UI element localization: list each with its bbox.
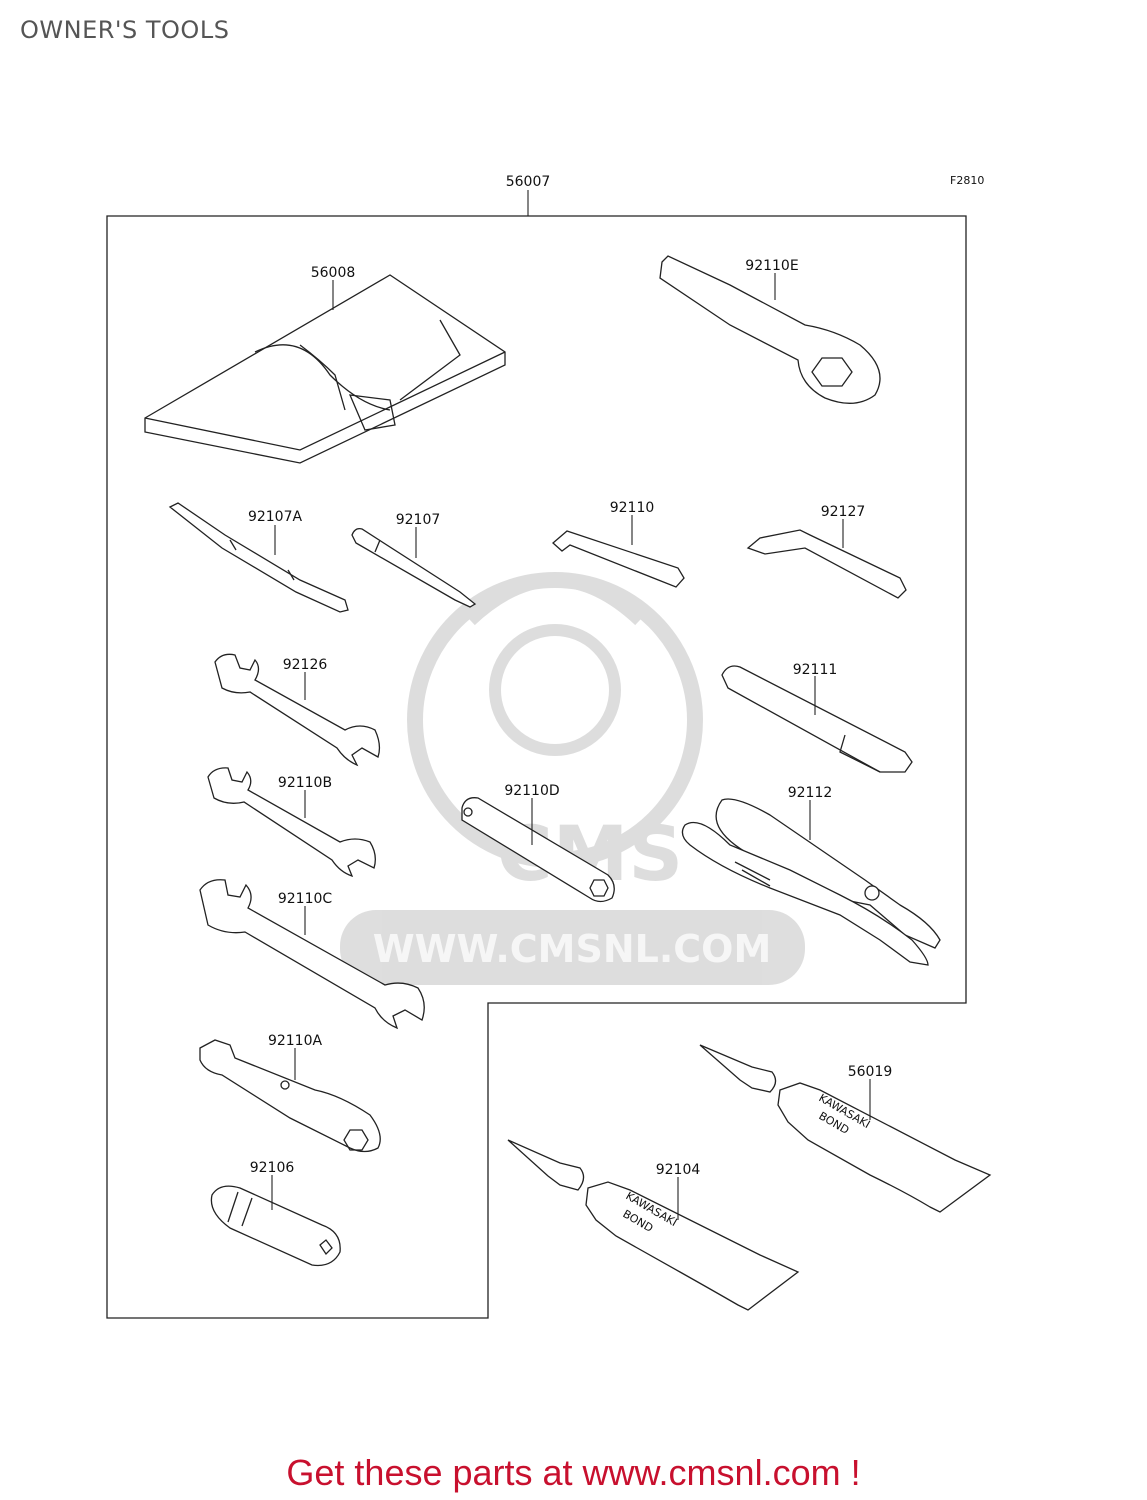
kit-outline [106,215,967,1319]
part-label-92104: 92104 [656,1162,701,1178]
hex-key-2-icon [746,529,907,599]
open-end-wrench-icon [214,653,381,767]
part-label-92110E: 92110E [745,258,798,274]
pliers-icon [681,798,941,966]
open-end-wrench-b-icon [207,767,376,878]
screwdriver-bit-icon [351,527,477,608]
tool-bag-icon [144,274,506,464]
part-label-92110: 92110 [610,500,655,516]
screwdriver-bit-a-icon [168,502,349,613]
screwdriver-handle-icon [210,1185,341,1267]
footer-banner[interactable]: Get these parts at www.cmsnl.com ! [286,1452,861,1493]
box-wrench-a-icon [199,1039,381,1153]
part-label-92107A: 92107A [248,509,303,525]
part-label-56019: 56019 [848,1064,893,1080]
part-label-92127: 92127 [821,504,866,520]
part-label-92111: 92111 [793,662,838,678]
part-label-92110B: 92110B [278,775,332,791]
part-label-92126: 92126 [283,657,328,673]
watermark-url: WWW.CMSNL.COM [373,927,772,971]
bond-tube-2-icon: KAWASAKI BOND [507,1139,800,1311]
kit-part-number: 56007 [506,174,551,190]
part-label-92110C: 92110C [278,891,333,907]
part-label-92112: 92112 [788,785,833,801]
part-label-92106: 92106 [250,1160,295,1176]
figure-code: F2810 [950,174,984,187]
bond-tube-1-icon: KAWASAKI BOND [699,1044,992,1213]
page-title: OWNER'S TOOLS [20,16,230,44]
watermark: CMS [340,572,805,985]
box-wrench-d-icon [461,797,615,903]
hex-key-icon [552,530,685,588]
part-label-92110A: 92110A [268,1033,323,1049]
extension-bar-icon [721,665,913,773]
ring-wrench-icon [659,255,881,404]
part-label-92110D: 92110D [504,783,559,799]
open-end-wrench-c-icon [199,879,425,1030]
part-label-56008: 56008 [311,265,356,281]
part-label-92107: 92107 [396,512,441,528]
